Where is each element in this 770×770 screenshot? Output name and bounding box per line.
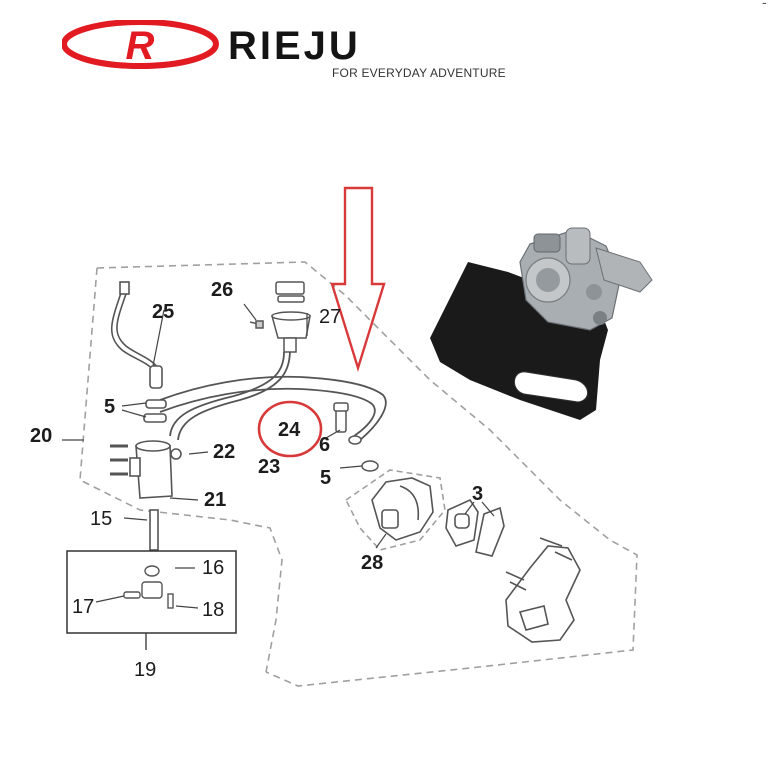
brand-logo-emblem: R (62, 20, 219, 69)
callout-27: 27 (319, 306, 342, 328)
callout-25: 25 (152, 301, 175, 323)
callout-5-upper: 5 (104, 396, 116, 418)
callout-18: 18 (202, 599, 225, 621)
callout-17: 17 (72, 596, 95, 618)
brake-reservoir (249, 281, 311, 353)
brand-tagline: FOR EVERYDAY ADVENTURE (332, 66, 506, 80)
callout-3: 3 (472, 483, 484, 505)
callout-22: 22 (213, 441, 236, 463)
brand-logo: R RIEJU FOR EVERYDAY ADVENTURE (62, 20, 522, 84)
banjo-line (110, 281, 163, 389)
corner-mark: - (762, 0, 767, 10)
callout-6: 6 (319, 434, 331, 456)
caliper-photo (430, 227, 653, 420)
master-cylinder (110, 399, 182, 551)
callout-16: 16 (202, 557, 225, 579)
bolt-6 (333, 402, 379, 472)
callout-19: 19 (134, 659, 157, 681)
brand-logo-letter: R (126, 24, 155, 68)
callout-20: 20 (30, 425, 53, 447)
highlight-circle (257, 400, 323, 458)
callout-5-lower: 5 (320, 467, 332, 489)
callout-28: 28 (361, 552, 384, 574)
leader-lines (62, 303, 495, 609)
callout-21: 21 (204, 489, 227, 511)
callout-26: 26 (211, 279, 234, 301)
callout-15: 15 (90, 508, 113, 530)
inset-box (66, 550, 237, 650)
highlight-arrow (330, 186, 386, 373)
caliper-assembly (344, 469, 505, 557)
brand-name: RIEJU (228, 24, 361, 68)
callout-24: 24 (278, 419, 301, 441)
brake-hose (159, 349, 387, 441)
assembly-outline (79, 261, 638, 687)
callout-23: 23 (258, 456, 281, 478)
caliper-bracket (505, 537, 581, 643)
